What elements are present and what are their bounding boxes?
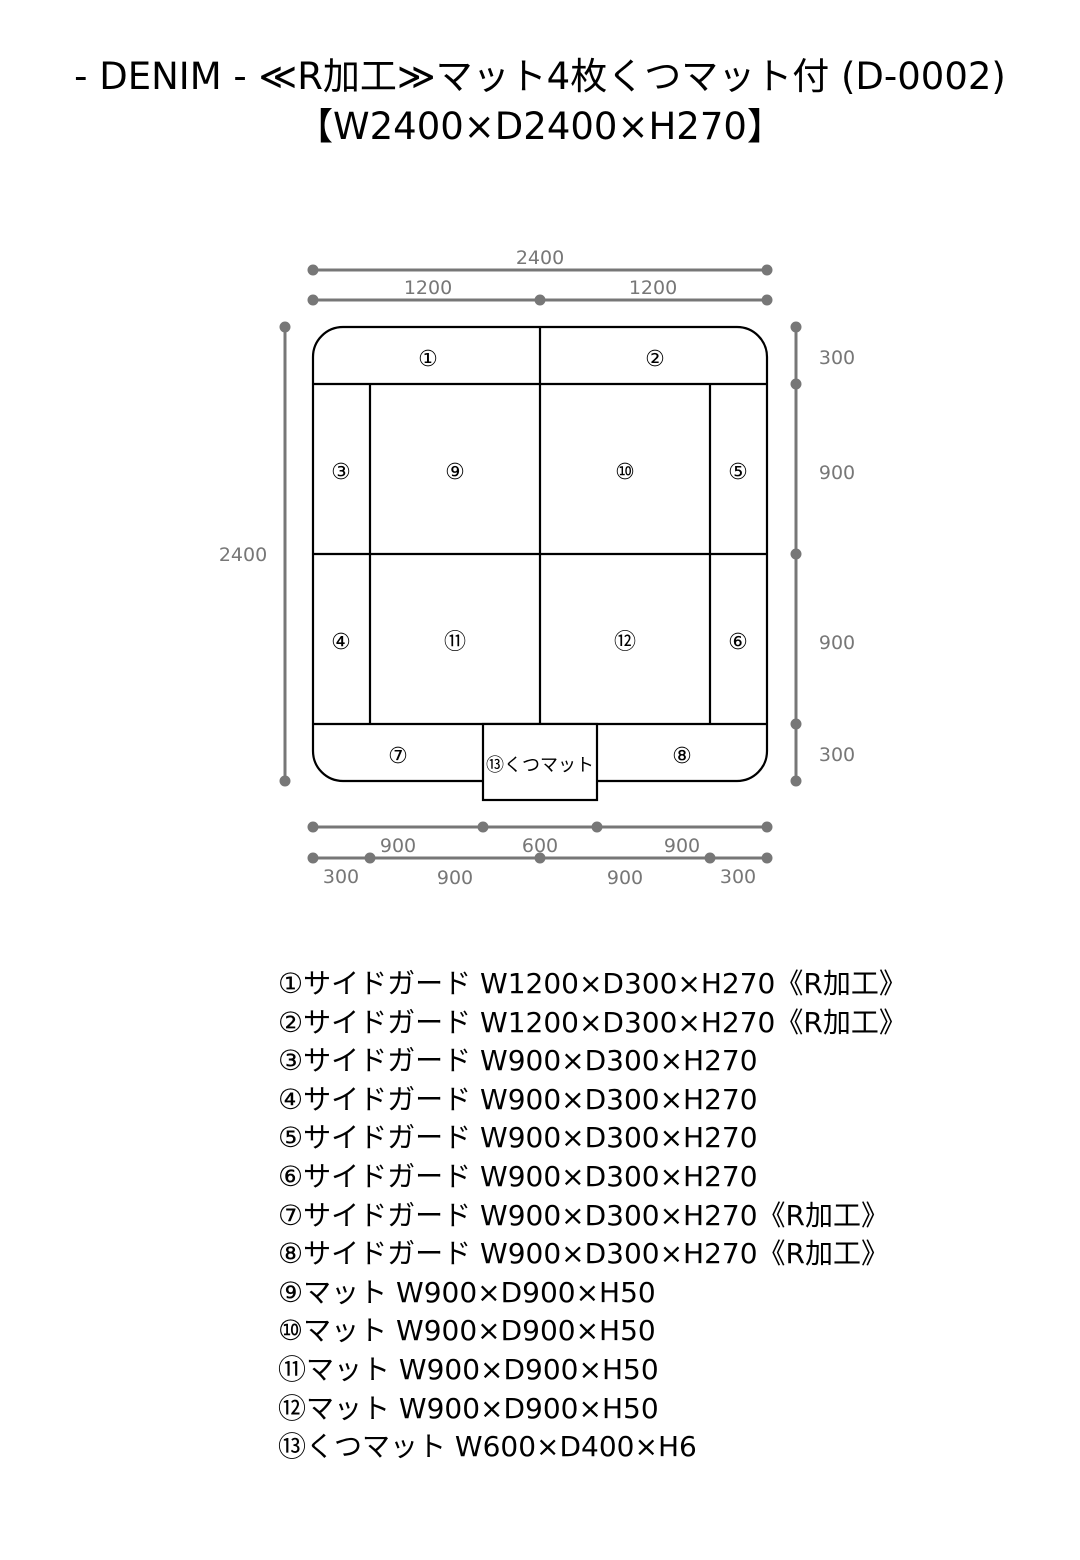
piece-11: ⑪ bbox=[444, 630, 466, 655]
dimension-lines bbox=[279, 264, 802, 864]
parts-list-item: ③サイドガード W900×D300×H270 bbox=[278, 1044, 758, 1078]
dim-top-total: 2400 bbox=[516, 247, 564, 269]
dim-top-left: 1200 bbox=[404, 277, 452, 299]
parts-list-item: ⑥サイドガード W900×D300×H270 bbox=[278, 1159, 758, 1193]
parts-list-item: ④サイドガード W900×D300×H270 bbox=[278, 1082, 758, 1116]
title-line-2: 【W2400×D2400×H270】 bbox=[296, 105, 784, 148]
piece-1: ① bbox=[418, 347, 438, 372]
dim-bottom-1: 900 bbox=[380, 835, 416, 857]
dim-right: 900 bbox=[819, 632, 855, 654]
dim-right: 300 bbox=[819, 744, 855, 766]
parts-list-item: ⑨マット W900×D900×H50 bbox=[278, 1275, 656, 1309]
dim-right: 300 bbox=[819, 347, 855, 369]
parts-list-item: ⑦サイドガード W900×D300×H270《R加工》 bbox=[278, 1198, 890, 1232]
dim-bottom-2: 900 bbox=[607, 867, 643, 889]
dim-left-total: 2400 bbox=[219, 544, 267, 566]
dim-bottom-2: 900 bbox=[437, 867, 473, 889]
piece-4: ④ bbox=[331, 630, 351, 655]
parts-list-item: ⑫マット W900×D900×H50 bbox=[278, 1391, 659, 1425]
dim-right: 900 bbox=[819, 462, 855, 484]
piece-6: ⑥ bbox=[728, 630, 748, 655]
piece-2: ② bbox=[645, 347, 665, 372]
parts-list-item: ①サイドガード W1200×D300×H270《R加工》 bbox=[278, 967, 907, 1000]
dim-bottom-2: 300 bbox=[720, 866, 756, 888]
layout-diagram: 2400 1200 1200 2400 300 900 900 300 900 … bbox=[219, 247, 855, 889]
piece-8: ⑧ bbox=[672, 744, 692, 769]
sofa-outline bbox=[311, 325, 769, 802]
parts-list-item: ⑪マット W900×D900×H50 bbox=[278, 1352, 659, 1386]
piece-3: ③ bbox=[331, 460, 351, 485]
dim-bottom-1: 600 bbox=[522, 835, 558, 857]
parts-list-item: ②サイドガード W1200×D300×H270《R加工》 bbox=[278, 1005, 907, 1039]
piece-9: ⑨ bbox=[445, 460, 465, 485]
piece-13-shoe-mat: ⑬くつマット bbox=[486, 755, 594, 776]
dim-bottom-1: 900 bbox=[664, 835, 700, 857]
parts-list-item: ⑬くつマット W600×D400×H6 bbox=[278, 1430, 697, 1464]
piece-7: ⑦ bbox=[388, 744, 408, 769]
title-line-1: - DENIM - ≪R加工≫マット4枚くつマット付 (D-0002) bbox=[74, 55, 1006, 98]
parts-list-item: ⑤サイドガード W900×D300×H270 bbox=[278, 1121, 758, 1155]
dim-top-right: 1200 bbox=[629, 277, 677, 299]
dim-bottom-2: 300 bbox=[323, 866, 359, 888]
piece-5: ⑤ bbox=[728, 460, 748, 485]
piece-10: ⑩ bbox=[615, 460, 635, 485]
parts-list-item: ⑩マット W900×D900×H50 bbox=[278, 1314, 656, 1348]
piece-12: ⑫ bbox=[614, 630, 636, 655]
parts-list: ①サイドガード W1200×D300×H270《R加工》 ②サイドガード W120… bbox=[278, 965, 907, 1467]
parts-list-item: ⑧サイドガード W900×D300×H270《R加工》 bbox=[278, 1237, 890, 1271]
